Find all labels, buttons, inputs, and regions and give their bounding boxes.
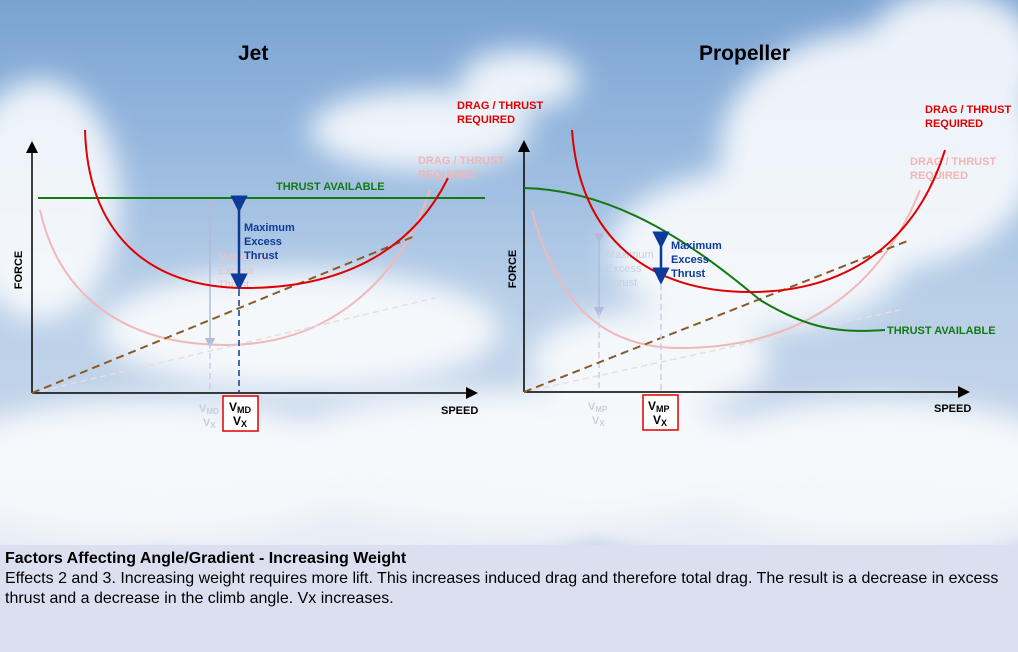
jet-faded-excess-label-3: Thrust bbox=[218, 279, 249, 291]
jet-vmd-box bbox=[222, 395, 259, 432]
prop-faded-excess-label-3: Thrust bbox=[606, 277, 637, 289]
prop-faded-drag-label-2: REQUIRED bbox=[910, 170, 968, 182]
prop-x-axis-label: SPEED bbox=[934, 403, 971, 415]
prop-drag-curve bbox=[571, 129, 946, 294]
jet-faded-drag-label-2: REQUIRED bbox=[418, 169, 476, 181]
prop-vmp-label: VMP bbox=[648, 399, 670, 414]
jet-x-axis-label: SPEED bbox=[441, 405, 478, 417]
jet-faded-vmd-label: VMD bbox=[199, 403, 219, 416]
prop-faded-drag-curve bbox=[531, 189, 921, 350]
prop-thrust-available-curve bbox=[523, 187, 886, 332]
prop-excess-label-3: Thrust bbox=[671, 268, 706, 280]
diagrams: Maximum Excess Thrust DRAG / THRUST REQU… bbox=[13, 100, 1011, 432]
jet-faded-drag-curve bbox=[39, 189, 431, 347]
propeller-diagram: Maximum Excess Thrust DRAG / THRUST REQU… bbox=[507, 104, 1011, 431]
jet-excess-label-1: Maximum bbox=[244, 222, 295, 234]
jet-thrust-available-label: THRUST AVAILABLE bbox=[276, 181, 385, 193]
prop-faded-vx-label: VX bbox=[592, 415, 605, 428]
jet-faded-excess-label-2: Excess bbox=[218, 265, 254, 277]
jet-vx-label: VX bbox=[233, 414, 247, 429]
prop-faded-drag-label-1: DRAG / THRUST bbox=[910, 156, 996, 168]
propeller-title: Propeller bbox=[699, 42, 791, 65]
jet-y-axis-label: FORCE bbox=[13, 251, 25, 290]
prop-drag-label-2: REQUIRED bbox=[925, 118, 983, 130]
jet-faded-parasite-line bbox=[31, 297, 436, 394]
jet-title: Jet bbox=[238, 42, 269, 65]
caption-panel: Factors Affecting Angle/Gradient - Incre… bbox=[0, 545, 1018, 652]
prop-faded-excess-label-2: Excess bbox=[606, 263, 642, 275]
jet-excess-label-3: Thrust bbox=[244, 250, 279, 262]
prop-faded-parasite-line bbox=[523, 309, 901, 393]
jet-faded-drag-label-1: DRAG / THRUST bbox=[418, 155, 504, 167]
jet-tangent-line bbox=[31, 235, 416, 394]
jet-drag-label-1: DRAG / THRUST bbox=[457, 100, 543, 112]
prop-excess-label-2: Excess bbox=[671, 254, 709, 266]
prop-tangent-line bbox=[523, 239, 911, 393]
jet-vmd-label: VMD bbox=[229, 400, 252, 415]
prop-vmp-box bbox=[642, 394, 679, 431]
jet-drag-curve bbox=[84, 129, 449, 290]
prop-thrust-available-label: THRUST AVAILABLE bbox=[887, 325, 996, 337]
jet-diagram: Maximum Excess Thrust DRAG / THRUST REQU… bbox=[13, 100, 543, 432]
prop-excess-label-1: Maximum bbox=[671, 240, 722, 252]
prop-faded-vmp-label: VMP bbox=[588, 401, 608, 414]
prop-vx-label: VX bbox=[653, 413, 667, 428]
prop-drag-label-1: DRAG / THRUST bbox=[925, 104, 1011, 116]
caption-body: Effects 2 and 3. Increasing weight requi… bbox=[5, 570, 999, 607]
jet-faded-vx-label: VX bbox=[203, 417, 216, 430]
jet-drag-label-2: REQUIRED bbox=[457, 114, 515, 126]
caption-title: Factors Affecting Angle/Gradient - Incre… bbox=[5, 550, 407, 567]
jet-excess-label-2: Excess bbox=[244, 236, 282, 248]
prop-y-axis-label: FORCE bbox=[507, 250, 519, 289]
